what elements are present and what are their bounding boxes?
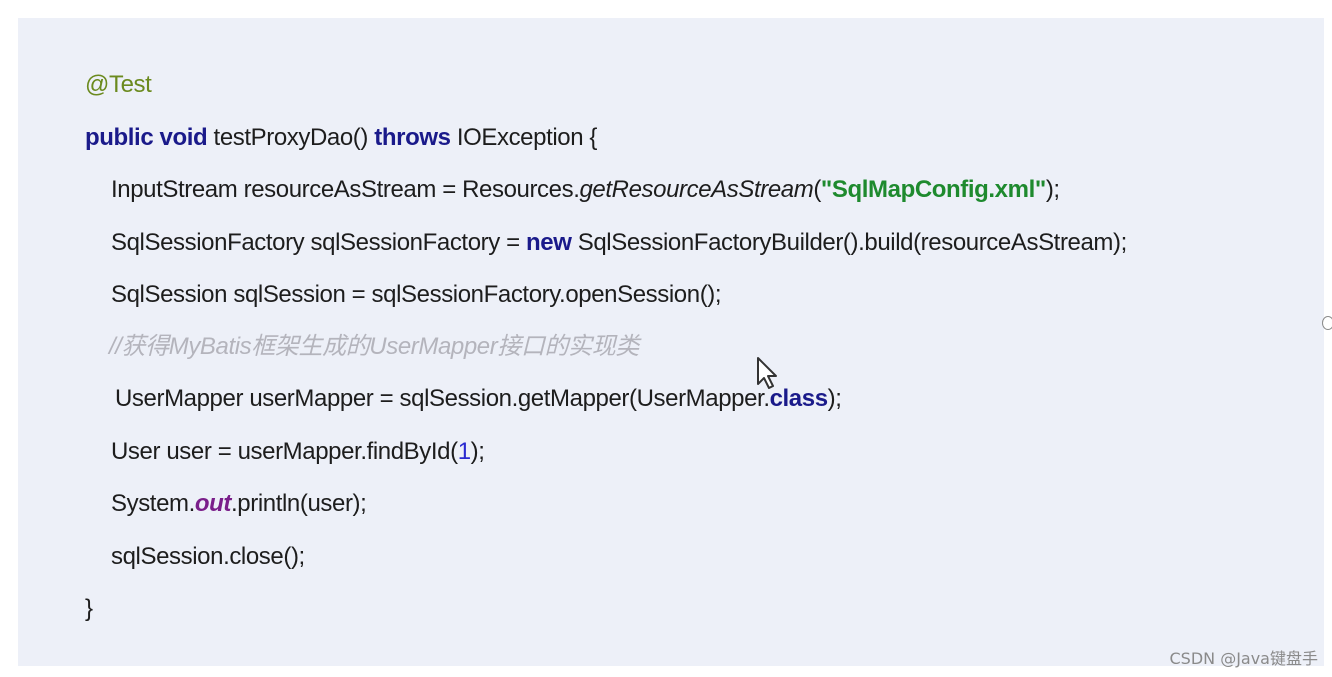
code-line-close: sqlSession.close(); <box>111 542 305 572</box>
method-name: testProxyDao() <box>207 124 369 151</box>
code-token: SqlSessionFactory sqlSessionFactory = <box>111 229 526 256</box>
code-token: ); <box>470 438 485 465</box>
method-call-italic: getResourceAsStream <box>579 176 814 203</box>
code-token: SqlSession sqlSession = sqlSessionFactor… <box>111 281 722 308</box>
code-token: ( <box>813 176 821 203</box>
code-token: ); <box>1045 176 1060 203</box>
code-line-open-session: SqlSession sqlSession = sqlSessionFactor… <box>111 280 722 310</box>
watermark-text: CSDN @Java键盘手 <box>1169 649 1318 668</box>
code-token: SqlSessionFactoryBuilder().build(resourc… <box>571 229 1128 256</box>
code-line-method-signature: public void testProxyDao() throws IOExce… <box>85 123 597 153</box>
number-literal: 1 <box>457 438 471 465</box>
static-field: out <box>194 490 232 517</box>
code-token: System. <box>111 490 195 517</box>
annotation-token: @Test <box>85 71 152 98</box>
throws-keyword: throws <box>374 124 451 151</box>
code-line-find-by-id: User user = userMapper.findById(1); <box>111 437 485 467</box>
code-block: @Test public void testProxyDao() throws … <box>18 18 1324 666</box>
code-line-closing-brace: } <box>85 594 93 624</box>
exception-type: IOException { <box>450 124 598 151</box>
code-line-println: System.out.println(user); <box>111 489 367 519</box>
code-token: sqlSession.close(); <box>111 543 305 570</box>
code-token: ); <box>827 385 842 412</box>
code-line-resource-stream: InputStream resourceAsStream = Resources… <box>111 175 1060 205</box>
code-line-session-factory: SqlSessionFactory sqlSessionFactory = ne… <box>111 228 1127 258</box>
code-line-annotation: @Test <box>85 70 152 100</box>
class-keyword: class <box>769 385 828 412</box>
closing-brace: } <box>85 595 93 622</box>
code-token: User user = userMapper.findById( <box>111 438 458 465</box>
string-literal: "SqlMapConfig.xml" <box>820 176 1046 203</box>
new-keyword: new <box>525 229 572 256</box>
code-token: .println(user); <box>231 490 367 517</box>
resize-handle-icon[interactable] <box>1322 316 1332 330</box>
method-modifiers: public void <box>85 124 208 151</box>
code-comment: //获得MyBatis框架生成的UserMapper接口的实现类 <box>109 333 639 360</box>
code-line-comment: //获得MyBatis框架生成的UserMapper接口的实现类 <box>109 332 639 362</box>
mouse-pointer-icon <box>757 357 777 389</box>
code-token: UserMapper userMapper = sqlSession.getMa… <box>115 385 770 412</box>
code-line-get-mapper: UserMapper userMapper = sqlSession.getMa… <box>115 384 842 414</box>
code-slide: @Test public void testProxyDao() throws … <box>18 18 1324 666</box>
code-token: InputStream resourceAsStream = Resources… <box>111 176 580 203</box>
